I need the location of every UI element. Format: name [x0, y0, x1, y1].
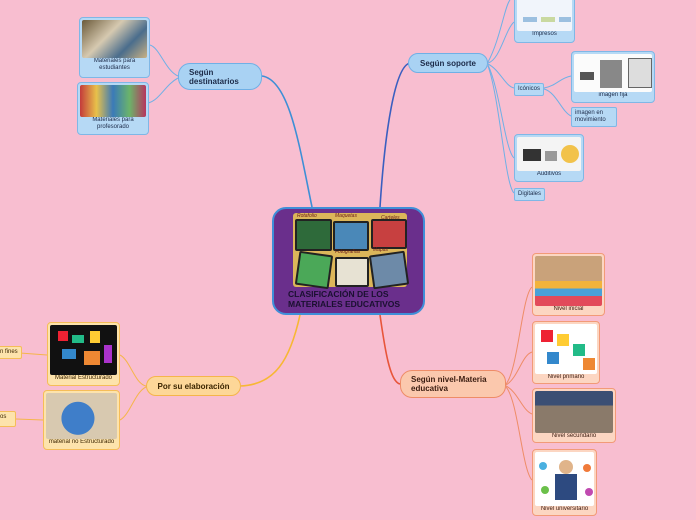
collage-label: Mapas	[373, 247, 389, 253]
printed-diagram-image	[517, 0, 572, 31]
toys-image	[50, 325, 117, 375]
branch-label: Por su elaboración	[157, 382, 230, 391]
objects-image	[46, 393, 117, 439]
card-label: Impresos	[532, 31, 557, 37]
students-photo	[82, 20, 147, 58]
classroom-image	[535, 256, 602, 306]
card-label: Nivel universitario	[540, 506, 589, 512]
card-materiales-estudiantes[interactable]: Materiales para estudiantes	[79, 17, 150, 78]
card-nivel-secundario[interactable]: Nivel secundario	[532, 388, 616, 443]
card-label: Materiales para estudiantes	[93, 58, 136, 71]
card-material-no-estructurado[interactable]: material no Estructurado	[43, 390, 120, 450]
collage-label: Rotafolio	[297, 213, 317, 219]
branch-soporte[interactable]: Según soporte	[408, 53, 488, 73]
node-digitales[interactable]: Digitales	[514, 188, 546, 201]
node-label: n fines	[0, 349, 18, 355]
node-offscreen-fines[interactable]: n fines	[0, 346, 22, 359]
central-topic[interactable]: Rotafolio Maquetas Carteles Mapas Fotogr…	[272, 207, 425, 315]
card-nivel-universitario[interactable]: Nivel universitario	[532, 449, 597, 516]
card-nivel-inicial[interactable]: Nivel inicial	[532, 253, 605, 316]
node-offscreen-os[interactable]: os	[0, 411, 16, 427]
node-label: Icónicos	[518, 86, 541, 92]
card-label: Material Estructurado	[54, 375, 113, 381]
central-title: CLASIFICACIÓN DE LOS MATERIALES EDUCATIV…	[288, 289, 401, 309]
branch-label: Según nivel-Materia educativa	[411, 375, 487, 393]
blocks-image	[535, 324, 597, 374]
branch-label: Según soporte	[419, 59, 476, 68]
card-material-estructurado[interactable]: Material Estructurado	[47, 322, 120, 386]
node-iconicos[interactable]: Icónicos	[514, 83, 545, 96]
card-label: Nivel primario	[547, 374, 585, 380]
node-label: imagen en movimiento	[575, 110, 606, 123]
card-label: imagen fija	[598, 92, 628, 98]
card-auditivos[interactable]: Auditivos	[514, 134, 584, 182]
node-label: Digitales	[518, 191, 542, 197]
branch-elaboracion[interactable]: Por su elaboración	[146, 376, 241, 396]
materials-collage-image: Rotafolio Maquetas Carteles Mapas Fotogr…	[293, 213, 410, 290]
books-photo	[80, 85, 146, 117]
card-label: Nivel secundario	[551, 433, 597, 439]
professional-image	[535, 452, 594, 506]
card-label: material no Estructurado	[48, 439, 115, 445]
card-label: Materiales para profesorado	[92, 117, 134, 130]
card-label: Nivel inicial	[553, 306, 584, 312]
projector-image	[574, 54, 652, 92]
branch-label: Según destinatarios	[189, 68, 239, 86]
node-imagen-movimiento[interactable]: imagen en movimiento	[571, 107, 617, 127]
card-nivel-primario[interactable]: Nivel primario	[532, 321, 600, 384]
card-materiales-profesorado[interactable]: Materiales para profesorado	[77, 82, 149, 135]
card-impresos[interactable]: Impresos	[514, 0, 575, 43]
collage-label: Maquetas	[335, 213, 357, 219]
branch-nivel[interactable]: Según nivel-Materia educativa	[400, 370, 506, 398]
node-label: os	[0, 414, 7, 420]
card-label: Auditivos	[536, 171, 562, 177]
exhibit-image	[535, 391, 613, 433]
card-imagen-fija[interactable]: imagen fija	[571, 51, 655, 103]
collage-label: Fotografías	[335, 249, 361, 255]
branch-destinatarios[interactable]: Según destinatarios	[178, 63, 262, 90]
collage-label: Carteles	[381, 215, 400, 221]
audio-devices-image	[517, 137, 581, 171]
